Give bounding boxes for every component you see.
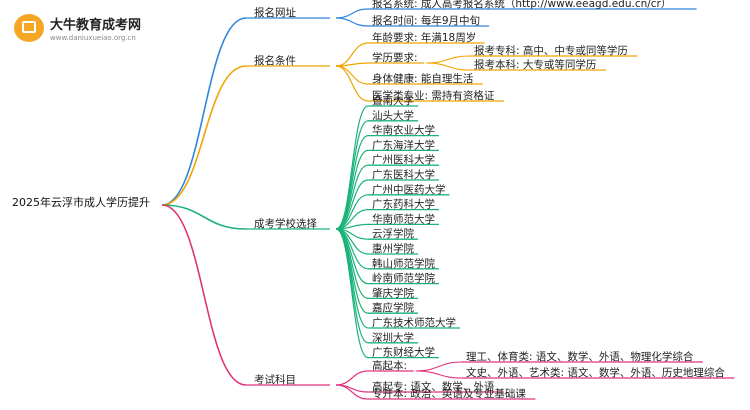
child-label: 身体健康: 能自理生活 <box>372 72 474 85</box>
child-label: 广东药科大学 <box>372 198 435 211</box>
branch-connector <box>161 204 247 230</box>
branch-label: 报名网址 <box>254 6 296 19</box>
child-label: 报名时间: 每年9月中旬 <box>372 14 480 27</box>
branch-label: 成考学校选择 <box>254 217 317 230</box>
branch-connector <box>161 65 247 206</box>
grandchild-connector <box>426 62 471 71</box>
child-label: 广州中医药大学 <box>372 183 446 196</box>
child-label: 韩山师范学院 <box>372 257 435 270</box>
child-label: 肇庆学院 <box>372 286 414 299</box>
child-label: 云浮学院 <box>372 227 414 240</box>
child-label: 医学类专业: 需持有资格证 <box>372 89 495 102</box>
branch-label: 报名条件 <box>254 54 296 67</box>
child-label: 岭南师范学院 <box>372 272 435 285</box>
child-label: 高起本: <box>372 359 407 372</box>
grandchild-label: 报考专科: 高中、中专或同等学历 <box>474 44 628 57</box>
grandchild-label: 文史、外语、艺术类: 语文、数学、外语、历史地理综合 <box>466 366 725 379</box>
grandchild-connector <box>426 55 471 64</box>
child-connector <box>335 384 369 400</box>
branch-label: 考试科目 <box>254 373 296 386</box>
child-label: 广东医科大学 <box>372 168 435 181</box>
child-connector <box>335 65 369 85</box>
child-connector <box>335 65 369 102</box>
branch-connector <box>161 204 247 386</box>
grandchild-label: 报考本科: 大专或等同学历 <box>474 58 596 71</box>
child-label: 广东财经大学 <box>372 346 435 359</box>
child-label: 高起专: 语文、数学、外语 <box>372 380 495 393</box>
child-connector <box>335 228 369 359</box>
child-label: 报名系统: 成人高考报名系统（http://www.eeagd.edu.cn/c… <box>372 0 671 10</box>
child-label: 嘉应学院 <box>372 301 414 314</box>
grandchild-label: 理工、体育类: 语文、数学、外语、物理化学综合 <box>466 350 694 363</box>
grandchild-connector <box>415 370 463 379</box>
branch-connector <box>161 17 247 206</box>
child-connector <box>335 8 369 19</box>
child-label: 惠州学院 <box>372 242 414 255</box>
child-connector <box>335 228 369 344</box>
child-label: 年龄要求: 年满18周岁 <box>372 31 476 44</box>
child-label: 广东技术师范大学 <box>372 316 456 329</box>
child-label: 深圳大学 <box>372 331 414 344</box>
child-connector <box>335 17 369 27</box>
child-connector <box>335 62 369 67</box>
book-icon <box>14 14 44 42</box>
child-connector <box>335 228 369 329</box>
site-logo: 大牛教育成考网 www.daniuxueiao.org.cn <box>14 12 141 48</box>
logo-name: 大牛教育成考网 <box>50 18 142 33</box>
logo-url: www.daniuxueiao.org.cn <box>50 34 136 42</box>
root-label: 2025年云浮市成人学历提升 <box>12 195 150 209</box>
child-label: 汕头大学 <box>372 109 414 122</box>
child-connector <box>335 149 369 230</box>
child-label: 华南农业大学 <box>372 124 435 137</box>
child-label: 暨南大学 <box>372 94 414 107</box>
child-connector <box>335 370 369 386</box>
child-label: 广州医科大学 <box>372 153 435 166</box>
grandchild-connector <box>415 361 463 372</box>
child-label: 专升本: 政治、英语及专业基础课 <box>372 387 526 400</box>
child-label: 广东海洋大学 <box>372 138 435 151</box>
child-label: 华南师范大学 <box>372 212 435 225</box>
child-label: 学历要求: <box>372 51 418 64</box>
